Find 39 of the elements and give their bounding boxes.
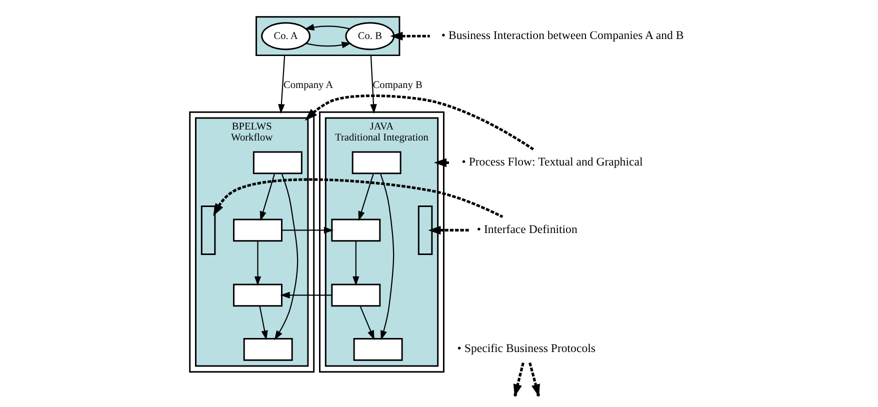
cluster: BPELWS Workflow <box>194 117 308 367</box>
arrow <box>370 55 376 114</box>
node-box <box>242 338 292 361</box>
arrow <box>304 94 534 150</box>
node-ellipse: Co. A <box>260 22 310 50</box>
node-box <box>330 218 380 242</box>
node-box <box>330 284 380 307</box>
arrow <box>433 158 450 168</box>
node-text: • Process Flow: Textual and Graphical <box>461 154 642 168</box>
node-bar <box>200 206 216 255</box>
node-box <box>232 218 282 242</box>
arrow <box>306 42 351 48</box>
node-text: • Business Interaction between Companies A and B <box>440 28 684 42</box>
node-text: • Interface Definition <box>476 222 577 236</box>
arrow <box>379 173 394 340</box>
arrow <box>358 173 374 221</box>
arrow <box>390 32 430 41</box>
arrow <box>254 241 261 286</box>
arrow <box>281 226 334 234</box>
cluster <box>255 16 400 56</box>
arrow <box>428 226 468 235</box>
arrow <box>258 306 268 340</box>
arrow <box>304 24 350 31</box>
node-box <box>351 151 401 174</box>
arrow <box>280 292 332 299</box>
arrow <box>352 241 359 286</box>
arrow <box>212 178 503 218</box>
arrow <box>278 55 285 114</box>
node-text: • Specific Business Protocols <box>456 341 595 356</box>
node-ellipse: Co. B <box>344 22 394 50</box>
arrow <box>274 173 298 340</box>
arrow <box>259 173 275 221</box>
edge-label: Company B <box>372 80 422 91</box>
node-bar <box>417 206 432 255</box>
node-box <box>352 338 402 361</box>
edge-label: Company A <box>282 80 333 91</box>
arrow <box>359 306 374 340</box>
node-box <box>252 151 302 174</box>
node-box <box>232 284 282 307</box>
